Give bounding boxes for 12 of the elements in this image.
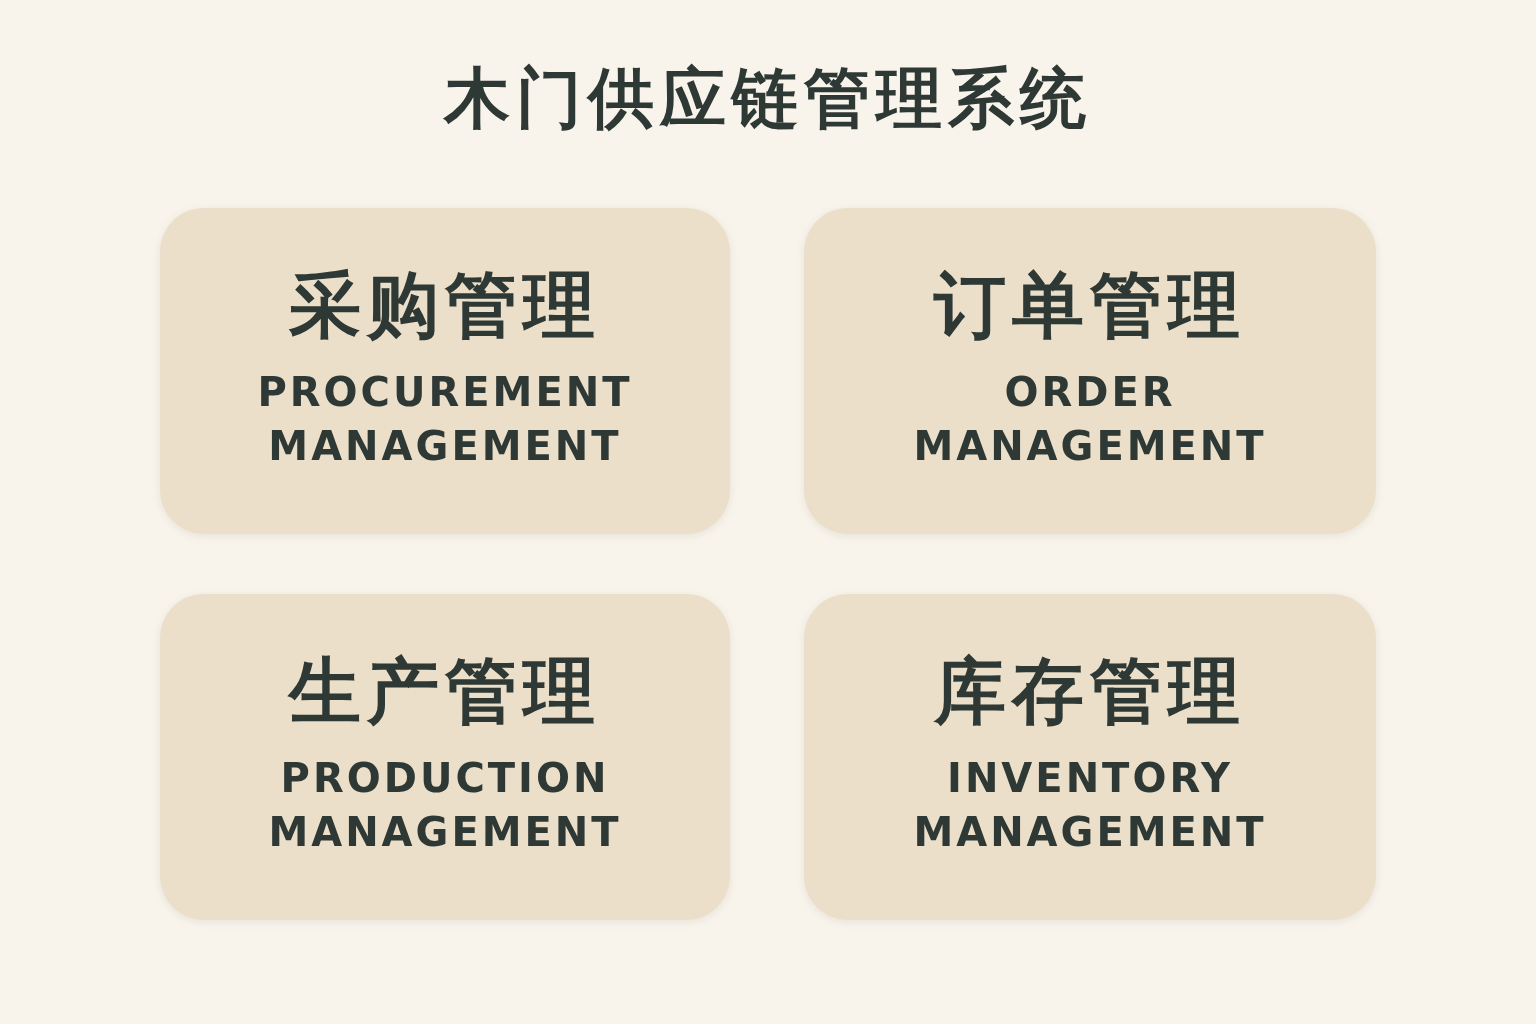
module-card: [804, 208, 1376, 534]
module-subtitle: INVENTORY MANAGEMENT: [913, 754, 1267, 857]
module-card: [160, 594, 730, 920]
module-subtitle: PRODUCTION MANAGEMENT: [268, 754, 622, 857]
module-title: 库存管理: [934, 655, 1246, 727]
module-card: [804, 594, 1376, 920]
module-subtitle: ORDER MANAGEMENT: [913, 368, 1267, 471]
module-card: [160, 208, 730, 534]
module-title: 订单管理: [934, 269, 1246, 341]
module-title: 生产管理: [289, 655, 601, 727]
module-subtitle: PROCUREMENT MANAGEMENT: [257, 368, 633, 471]
module-title: 采购管理: [289, 269, 601, 341]
